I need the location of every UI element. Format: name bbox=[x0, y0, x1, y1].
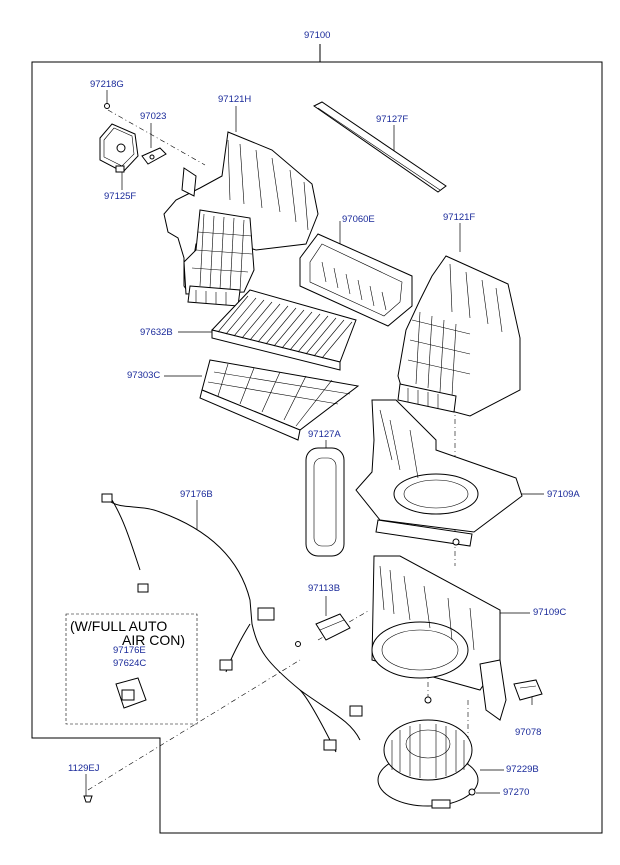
label-actuator-link: 97023 bbox=[140, 111, 167, 122]
label-screw-bottom: 97270 bbox=[503, 787, 530, 798]
note-line-2: AIR CON) bbox=[122, 632, 185, 648]
label-connector-auto: 97624C bbox=[113, 658, 147, 669]
case-right-part bbox=[397, 255, 521, 417]
screw-bottom-part bbox=[468, 788, 476, 796]
label-motor: 97229B bbox=[506, 764, 539, 775]
filter-holder-part bbox=[199, 359, 360, 441]
label-blower-lower: 97109C bbox=[533, 607, 567, 618]
actuator-part bbox=[99, 123, 139, 173]
filter-cover-strip-part bbox=[313, 101, 447, 193]
optional-parts-box bbox=[65, 613, 198, 725]
fastener-part bbox=[83, 795, 93, 803]
label-harness: 97176B bbox=[180, 489, 213, 500]
motor-part bbox=[377, 719, 479, 809]
label-assembly: 97100 bbox=[304, 30, 331, 41]
harness-part bbox=[101, 493, 363, 753]
label-filter: 97632B bbox=[140, 327, 173, 338]
label-actuator: 97125F bbox=[104, 191, 137, 202]
connector-auto-part bbox=[115, 677, 147, 709]
assembly-frame bbox=[31, 44, 603, 834]
filter-part bbox=[211, 289, 357, 371]
relay-part bbox=[513, 679, 543, 701]
screw-top-part bbox=[104, 103, 110, 109]
note-line-1: (W/FULL AUTO bbox=[70, 618, 168, 634]
actuator-link-part bbox=[141, 147, 167, 165]
blower-upper-part bbox=[355, 399, 523, 547]
label-resistor: 97113B bbox=[308, 583, 341, 594]
label-blower-upper: 97109A bbox=[547, 489, 580, 500]
blower-lower-part bbox=[371, 555, 507, 721]
label-harness-auto: 97176E bbox=[113, 645, 146, 656]
label-fastener: 1129EJ bbox=[68, 763, 100, 774]
label-case-left: 97121H bbox=[218, 94, 252, 105]
label-relay: 97078 bbox=[515, 727, 542, 738]
resistor-part bbox=[295, 613, 351, 647]
label-case-right: 97121F bbox=[443, 212, 476, 223]
leader-lines bbox=[85, 90, 544, 796]
cover-upper-part bbox=[299, 233, 413, 327]
label-screw-top: 97218G bbox=[90, 79, 124, 90]
label-filter-holder: 97303C bbox=[127, 370, 161, 381]
case-left-part bbox=[163, 131, 319, 307]
label-filter-cover-strip: 97127F bbox=[376, 114, 409, 125]
label-seal: 97127A bbox=[308, 429, 341, 440]
label-cover-upper: 97060E bbox=[342, 214, 375, 225]
seal-part bbox=[305, 447, 345, 557]
